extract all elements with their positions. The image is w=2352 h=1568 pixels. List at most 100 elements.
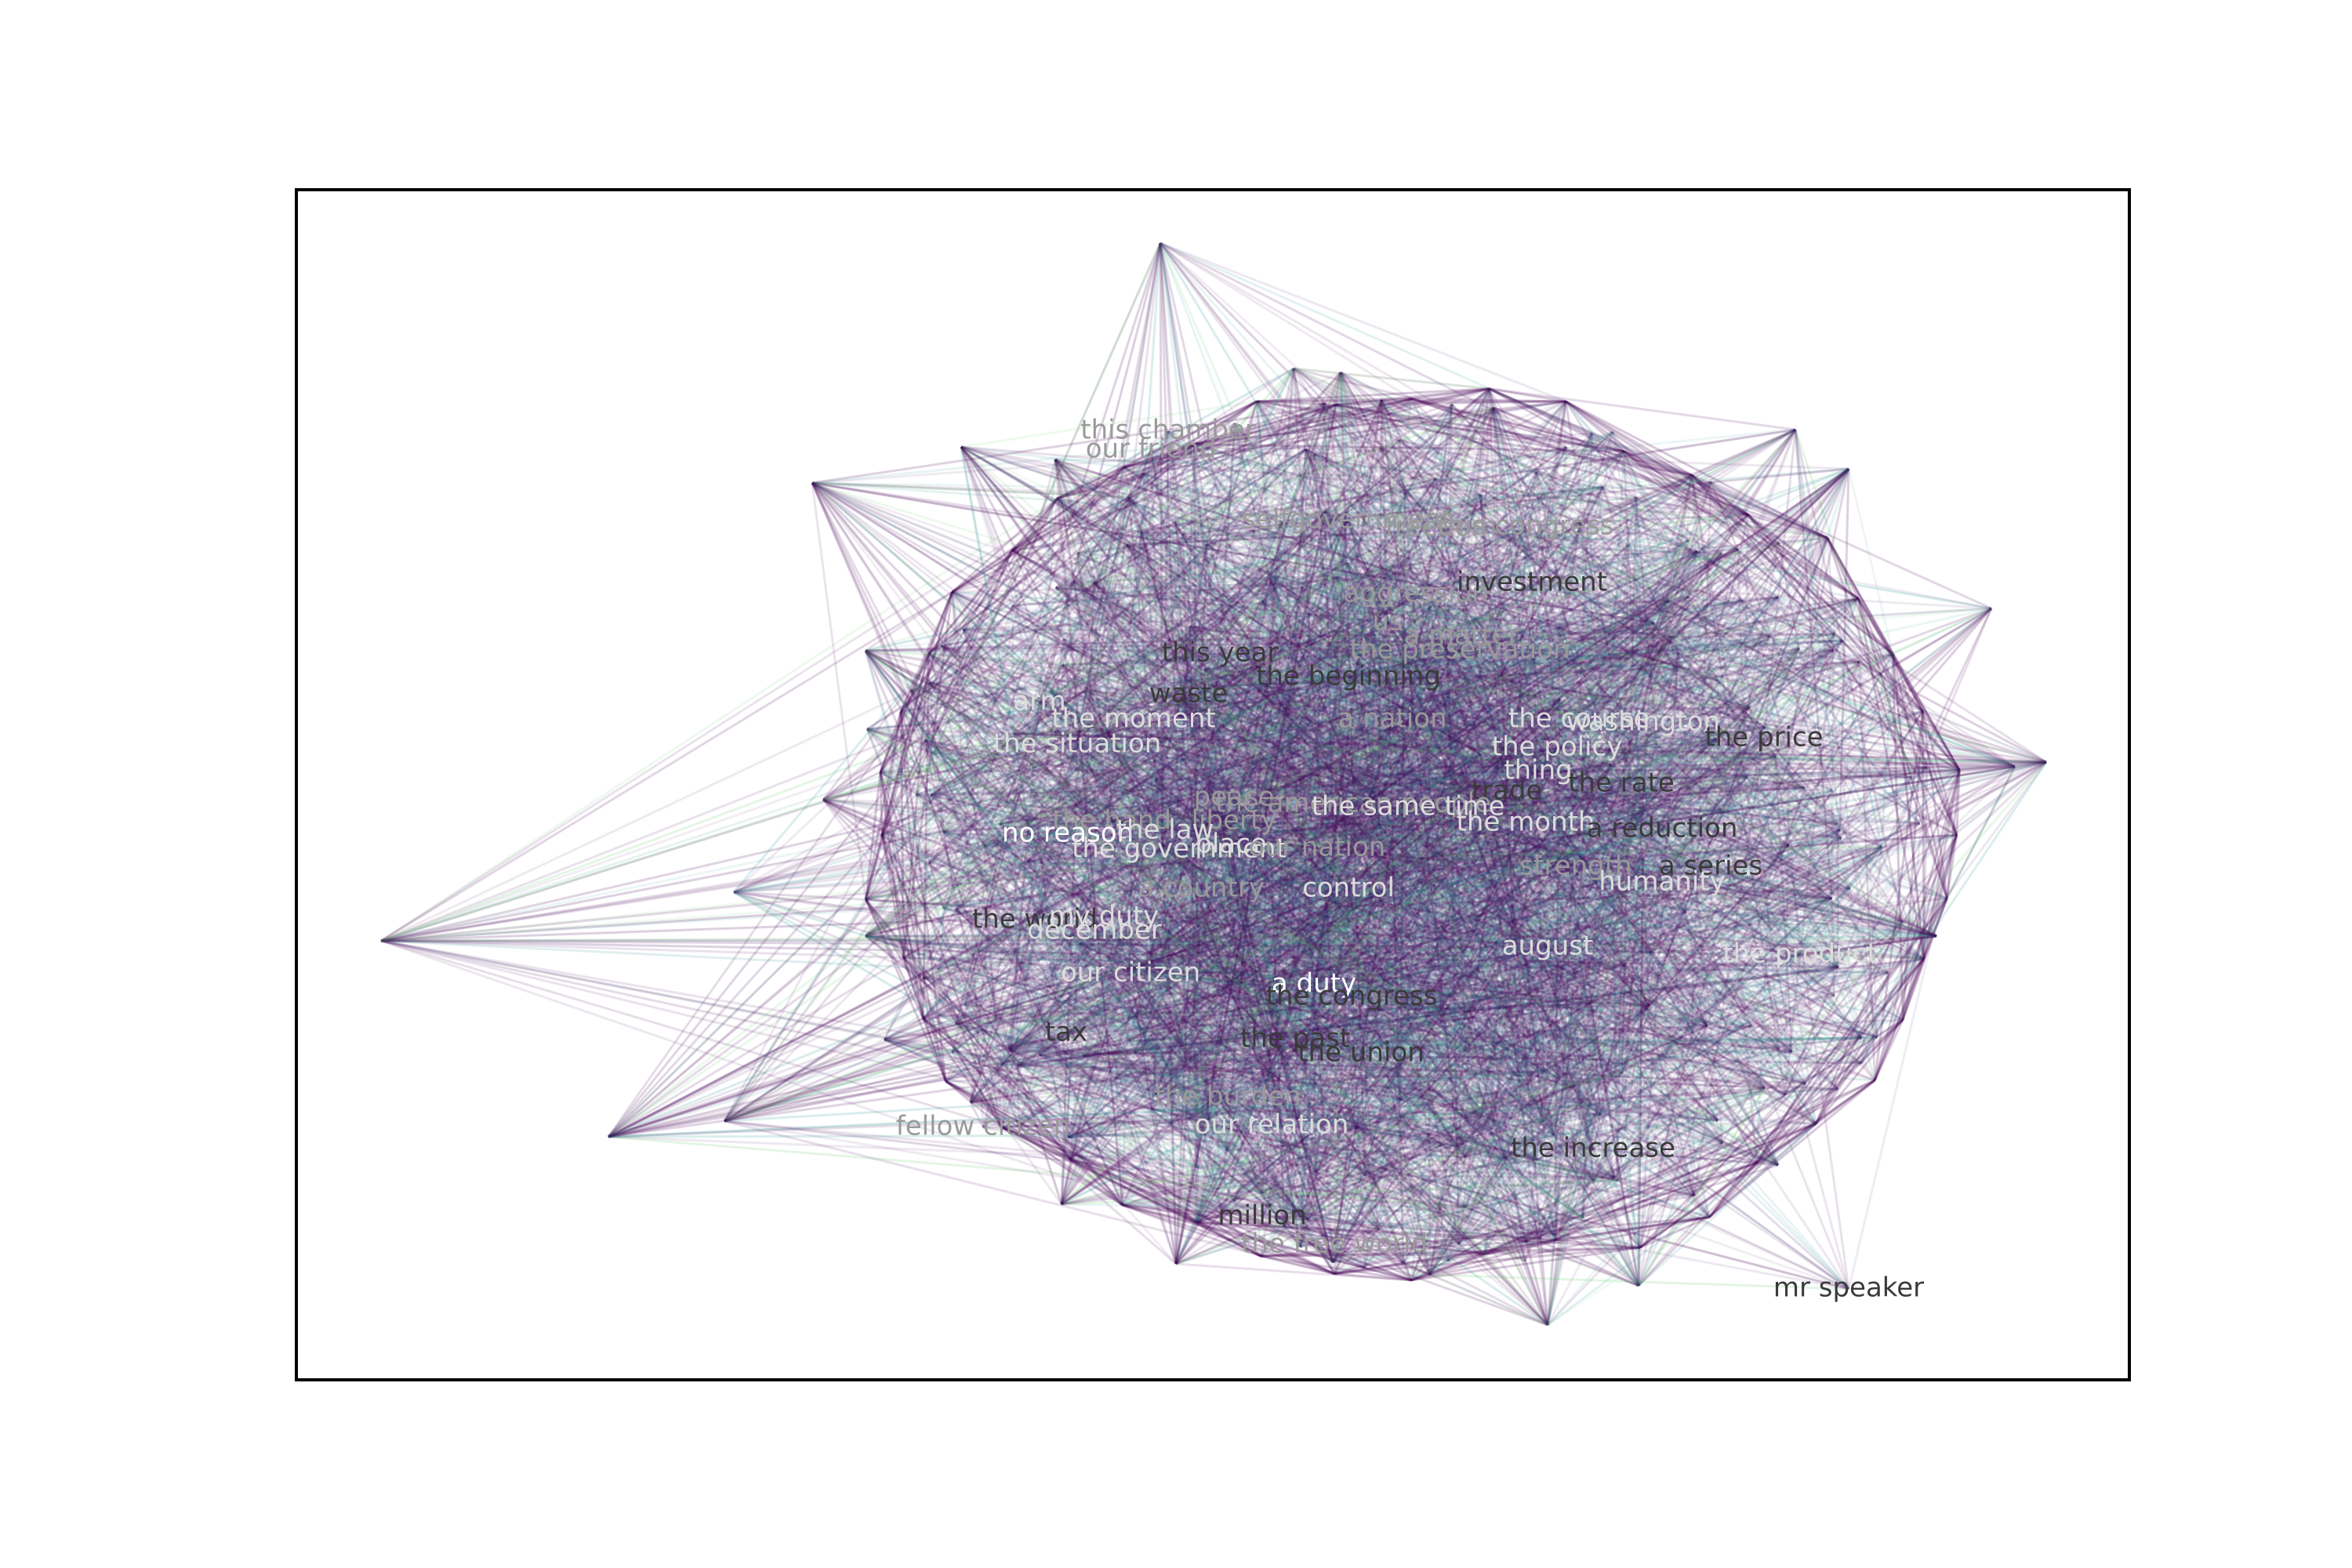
graph-edge [1530,583,1817,1125]
graph-edge [1798,822,1921,956]
graph-edge [1125,544,1353,998]
graph-edge [1238,1007,1862,1065]
graph-edge [1218,652,1719,1122]
graph-edge [942,906,1594,1151]
graph-edge [942,831,1068,1068]
graph-edge [1347,580,1461,890]
graph-edge [1710,481,1961,771]
graph-edge [1174,704,1264,1218]
graph-edge [962,628,1402,1102]
graph-edge [1117,401,1258,941]
graph-edge [1142,472,1519,532]
graph-edge [1243,907,1618,1182]
graph-edge [1677,652,1777,758]
graph-edge [1299,719,1394,1247]
graph-edge [1222,582,1533,726]
graph-edge [1026,860,1719,1122]
graph-edge [1034,919,1265,1036]
graph-edge [999,635,1770,826]
graph-edge [1000,966,1838,1067]
graph-edge [1057,497,1893,655]
graph-edge [930,477,1436,797]
graph-edge [951,592,985,1128]
graph-edge [1073,403,1338,583]
graph-edge [1299,511,1327,1217]
graph-edge [1140,531,1577,869]
graph-edge [1573,737,1765,853]
graph-edge [1197,994,1835,1224]
graph-edge [1391,605,1432,720]
graph-edge [1221,402,1325,725]
graph-edge [1268,388,1490,791]
graph-edge [1075,564,1395,807]
graph-edge [1034,647,1800,922]
graph-edge [951,591,1003,1065]
graph-edge [1247,833,1598,884]
graph-edge [1237,751,1557,1010]
graph-edge [1581,551,1699,1218]
graph-edge [1457,580,1564,838]
graph-edge [1399,438,1738,550]
graph-edge [1373,633,1428,715]
graph-edge [1069,553,1722,1139]
graph-edge [1013,732,1875,1082]
graph-edge [1334,404,1538,848]
graph-edge [1296,660,1860,1120]
graph-edge [1167,430,1394,567]
graph-edge [1472,1016,1792,1054]
graph-edge [1454,647,1800,977]
graph-edge [1282,521,1580,721]
graph-edge [1011,604,1755,858]
graph-edge [1270,854,1436,1127]
graph-edge [1067,1136,1366,1269]
graph-edge [1261,600,1427,885]
graph-edge [1056,497,1838,826]
graph-edge [1094,718,1393,933]
graph-edge [1133,1051,1263,1195]
graph-edge [1479,752,1558,1117]
graph-edge [1178,755,1776,851]
graph-edge [1056,497,1602,1116]
graph-edge [1115,897,1832,1080]
graph-edge [1526,971,1889,1243]
graph-edge [923,977,1520,1078]
graph-edge [1160,583,1534,1078]
graph-edge [1647,647,1800,1007]
graph-edge [1232,820,1595,1151]
graph-edge [1312,454,1380,1230]
graph-edge [1312,854,1436,986]
graph-edge [1123,466,1558,750]
graph-edge [1069,1000,1278,1160]
graph-edge [1525,964,1556,1236]
graph-edge [1167,768,1960,935]
graph-edge [1013,690,1085,735]
graph-edge [1324,439,1401,513]
graph-edge [1282,521,1835,997]
graph-edge [1155,778,1832,792]
node-label-the-union: the union [1298,1037,1425,1069]
graph-edge [1535,471,1592,743]
graph-edge [1315,661,1860,1174]
graph-edge [1300,844,1790,1218]
graph-edge [1195,601,1265,1167]
graph-edge [1392,514,1749,875]
graph-edge [1225,673,1357,1129]
graph-edge [1001,1118,1209,1129]
graph-edge [1155,829,1841,1096]
graph-edge [1581,1102,1719,1122]
graph-edge [1574,550,1698,798]
graph-edge [1050,691,1366,1177]
graph-edge [1128,1024,1751,1043]
graph-edge [1051,691,1337,903]
graph-edge [1092,581,1467,1158]
graph-edge [923,1007,1406,1020]
graph-edge [1154,447,1382,1095]
graph-edge [1000,498,1058,1127]
graph-edge [1537,770,1912,779]
graph-edge [1836,1037,1863,1090]
graph-edge [1103,916,1406,1010]
graph-edge [943,830,1862,1065]
graph-edge [1201,536,1828,1070]
graph-edge [1034,755,1777,922]
graph-edge [1067,1115,1482,1139]
